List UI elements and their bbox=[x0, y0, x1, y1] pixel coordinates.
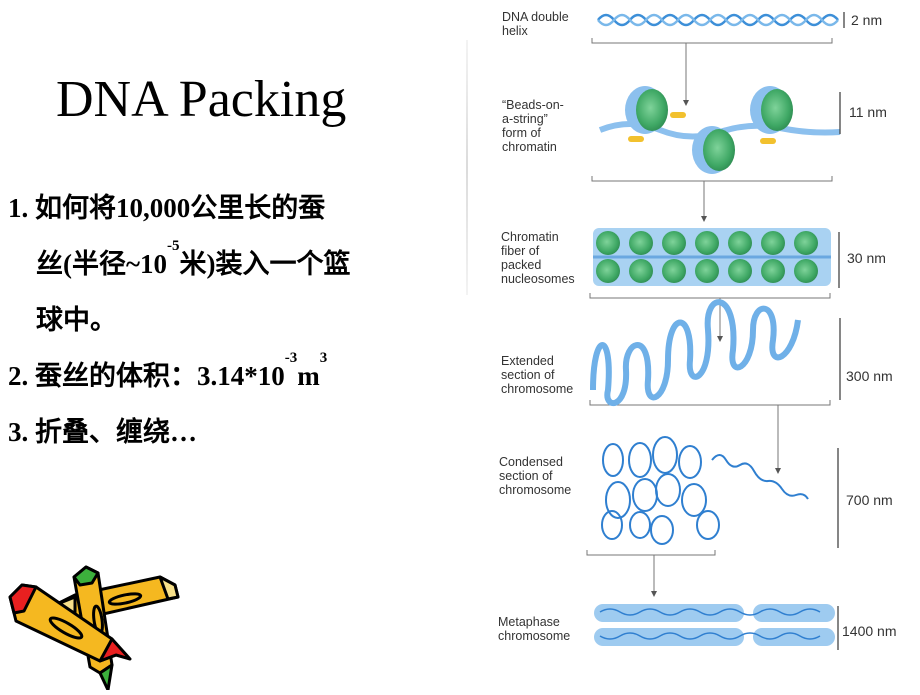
bullet-1-line-3: 球中。 bbox=[36, 298, 117, 337]
metaphase-chromosome bbox=[594, 604, 835, 646]
stage-label-metaphase-chromosome: Metaphase chromosome bbox=[498, 615, 571, 643]
bullet-text: 米)装入一个篮 bbox=[179, 249, 351, 279]
scale-11nm: 11 nm bbox=[849, 104, 887, 120]
superscript: 3 bbox=[319, 350, 328, 366]
bullet-1-line-2: 丝(半径~10-5米)装入一个篮 bbox=[36, 238, 351, 281]
crayons-clipart bbox=[0, 555, 190, 695]
bullet-number: 2. bbox=[8, 361, 29, 391]
superscript: -3 bbox=[284, 350, 298, 366]
stage-label-dna-helix: DNA double helix bbox=[502, 10, 569, 38]
scale-1400nm: 1400 nm bbox=[842, 623, 897, 639]
stage-label-extended-section: Extended section of chromosome bbox=[501, 354, 574, 396]
packing-diagram bbox=[586, 12, 845, 650]
slide-title: DNA Packing bbox=[56, 71, 347, 128]
bullet-3: 3. 折叠、缠绕… bbox=[8, 410, 197, 449]
stage-label-beads-on-string: “Beads-on- a-string” form of chromatin bbox=[502, 98, 564, 154]
dna-packing-figure: DNA double helix 2 nm “Beads-on- a-strin… bbox=[466, 0, 920, 690]
bullet-number: 3. bbox=[8, 417, 29, 447]
bullet-text: 蚕丝的体积：3.14*10 bbox=[35, 361, 285, 391]
bullet-text: m bbox=[297, 361, 320, 391]
bullet-1-line-1: 1. 如何将10,000公里长的蚕 bbox=[8, 186, 325, 225]
dna-helix bbox=[597, 13, 839, 27]
bullet-text: 丝(半径~10 bbox=[36, 249, 168, 279]
extended-loops bbox=[590, 299, 801, 407]
bullet-text: 球中。 bbox=[36, 305, 117, 335]
bullet-text: 折叠、缠绕… bbox=[35, 417, 197, 447]
chromatin-fiber bbox=[593, 228, 831, 286]
bullet-text: 如何将10,000公里长的蚕 bbox=[35, 193, 326, 223]
stage-label-chromatin-fiber: Chromatin fiber of packed nucleosomes bbox=[501, 230, 575, 286]
figure-scan-edge bbox=[466, 40, 468, 295]
condensed-loops bbox=[601, 436, 809, 545]
stage-label-condensed-section: Condensed section of chromosome bbox=[499, 455, 572, 497]
superscript: -5 bbox=[167, 238, 180, 254]
bullet-2: 2. 蚕丝的体积：3.14*10-3m3 bbox=[8, 350, 327, 393]
scale-30nm: 30 nm bbox=[847, 250, 886, 266]
scale-700nm: 700 nm bbox=[846, 492, 893, 508]
scale-2nm: 2 nm bbox=[851, 12, 883, 28]
bullet-number: 1. bbox=[8, 193, 29, 223]
nucleosome bbox=[625, 86, 793, 174]
scale-300nm: 300 nm bbox=[846, 368, 893, 384]
